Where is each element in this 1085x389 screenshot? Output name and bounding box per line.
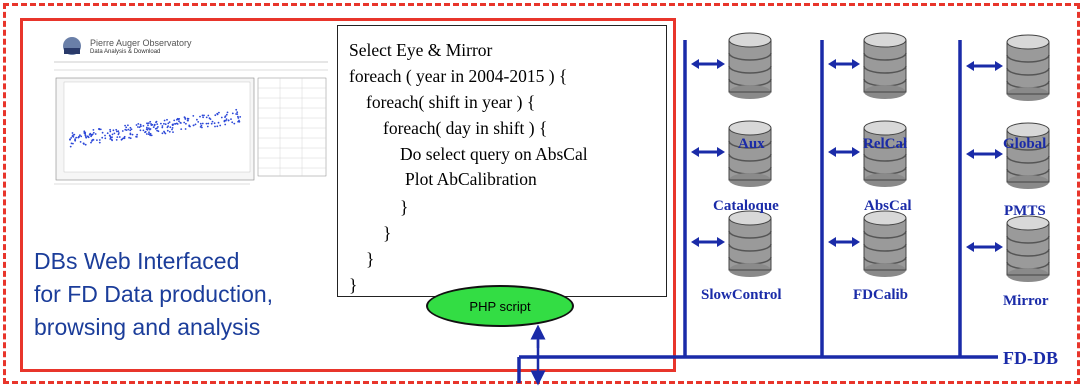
double-arrow-icon xyxy=(828,237,860,247)
thumbnail-graphic xyxy=(54,37,328,185)
double-arrow-icon xyxy=(691,237,725,247)
code-line: Do select query on AbsCal xyxy=(400,144,588,164)
php-script-label: PHP script xyxy=(469,298,531,314)
thumbnail-title: Pierre Auger Observatory xyxy=(90,38,192,48)
caption-line: DBs Web Interfaced xyxy=(34,248,240,274)
fd-db-label: FD-DB xyxy=(1003,348,1058,368)
thumbnail-subtitle: Data Analysis & Download xyxy=(90,49,161,55)
web-interface-thumbnail: Pierre Auger Observatory Data Analysis &… xyxy=(50,28,330,188)
double-arrow-icon xyxy=(691,59,725,69)
code-line: foreach( day in shift ) { xyxy=(383,118,548,138)
db-label-slowcontrol: SlowControl xyxy=(701,287,782,303)
double-arrow-icon xyxy=(828,59,860,69)
database-icon xyxy=(863,210,907,277)
double-arrow-icon xyxy=(828,147,860,157)
db-label-fdcalib: FDCalib xyxy=(853,287,909,303)
code-line: foreach( shift in year ) { xyxy=(366,92,536,112)
double-arrow-icon xyxy=(966,242,1003,252)
php-script-ellipse: PHP script xyxy=(426,285,574,327)
code-line: } xyxy=(366,249,375,269)
database-icon xyxy=(728,32,772,99)
double-arrow-icon xyxy=(966,149,1003,159)
db-label-cataloque: Cataloque xyxy=(713,198,779,214)
database-icon xyxy=(1006,122,1050,189)
database-icon xyxy=(728,120,772,187)
db-label-global: Global xyxy=(1003,136,1047,152)
database-icon xyxy=(728,210,772,277)
web-interface-frame xyxy=(20,18,676,372)
code-line: Plot AbCalibration xyxy=(405,169,537,189)
code-line: Select Eye & Mirror xyxy=(349,40,493,60)
database-icon xyxy=(863,120,907,187)
caption-line: for FD Data production, xyxy=(34,281,274,307)
code-line: } xyxy=(400,197,409,217)
db-label-aux: Aux xyxy=(738,136,765,152)
database-icon xyxy=(1006,215,1050,282)
db-label-abscal: AbsCal xyxy=(864,198,912,214)
code-line: foreach ( year in 2004-2015 ) { xyxy=(349,66,568,86)
php-code-box xyxy=(337,25,667,297)
double-arrow-icon xyxy=(691,147,725,157)
db-label-relcal: RelCal xyxy=(863,136,908,152)
double-arrow-icon xyxy=(966,61,1003,71)
database-icon xyxy=(863,32,907,99)
code-line: } xyxy=(349,275,358,295)
code-line: } xyxy=(383,223,392,243)
caption-line: browsing and analysis xyxy=(34,314,261,340)
db-label-pmts: PMTS xyxy=(1004,203,1046,219)
database-icon xyxy=(1006,34,1050,101)
db-label-mirror: Mirror xyxy=(1003,293,1049,309)
